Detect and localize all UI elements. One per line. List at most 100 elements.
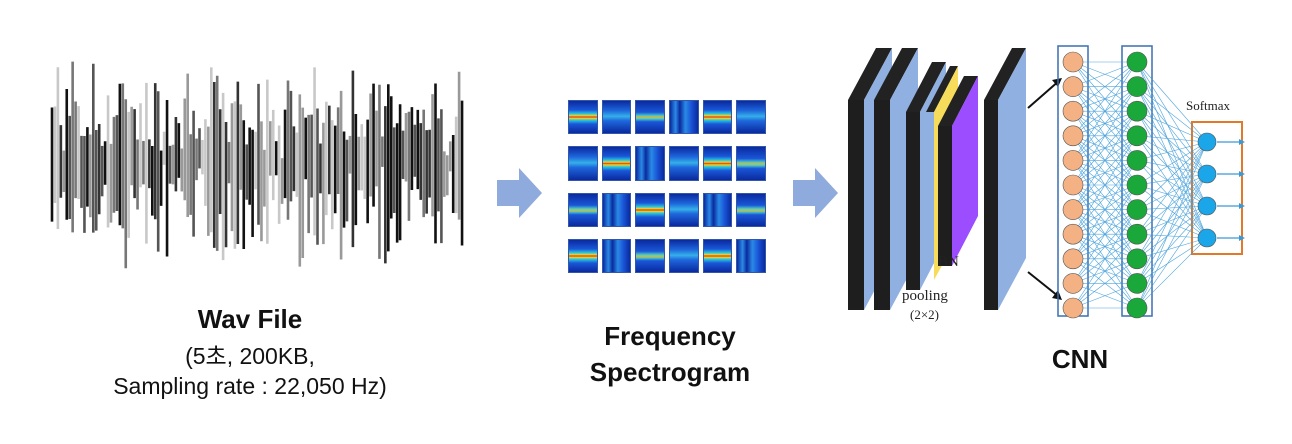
connection-line bbox=[1136, 61, 1208, 143]
connection-line bbox=[1136, 141, 1208, 210]
spectrogram-thumbnail bbox=[668, 238, 699, 273]
connection-line bbox=[1136, 141, 1208, 161]
connection-line bbox=[1072, 61, 1138, 161]
connection-line bbox=[1136, 86, 1208, 175]
spectrogram-tile bbox=[568, 146, 598, 189]
spectrogram-tile bbox=[635, 146, 665, 189]
connection-line bbox=[1136, 184, 1208, 207]
connection-line bbox=[1136, 141, 1208, 235]
spectrogram-filename bbox=[736, 227, 766, 236]
output-arrowhead bbox=[1239, 139, 1245, 145]
connection-line bbox=[1072, 283, 1138, 309]
connection-line bbox=[1136, 110, 1208, 143]
fc-input-node bbox=[1062, 100, 1084, 122]
output-arrowhead bbox=[1239, 235, 1245, 241]
spectrogram-tile bbox=[601, 238, 632, 282]
spectrogram-filename bbox=[736, 134, 766, 143]
connection-line bbox=[1136, 237, 1208, 309]
spectrogram-thumbnail bbox=[635, 100, 665, 135]
spectrogram-filename bbox=[635, 273, 665, 282]
connection-line bbox=[1072, 86, 1138, 161]
conv-layer bbox=[984, 48, 1026, 310]
spectrogram-filename bbox=[635, 134, 665, 143]
fc-input-node bbox=[1062, 125, 1084, 147]
connection-line bbox=[1072, 135, 1138, 210]
spectrogram-filename bbox=[635, 227, 665, 236]
wav-detail-line1: (5초, 200KB, bbox=[185, 343, 315, 369]
spectrogram-filename bbox=[602, 227, 632, 236]
spectrogram-tile bbox=[702, 238, 733, 282]
connection-line bbox=[1136, 86, 1208, 239]
fc-hidden-node bbox=[1126, 199, 1148, 220]
spectrogram-filename bbox=[568, 227, 598, 236]
spectrogram-thumbnail bbox=[568, 146, 598, 181]
spectrogram-thumbnail bbox=[668, 100, 699, 135]
fc-hidden-node bbox=[1126, 125, 1148, 147]
connection-line bbox=[1136, 61, 1208, 207]
connection-line bbox=[1136, 111, 1208, 207]
spectrogram-tile bbox=[635, 238, 665, 282]
spectrogram-thumbnail bbox=[601, 146, 632, 181]
fc-hidden-node bbox=[1126, 223, 1148, 245]
softmax-output-node bbox=[1197, 164, 1217, 184]
spectrogram-tile bbox=[736, 238, 766, 282]
connection-line bbox=[1136, 205, 1208, 284]
connection-line bbox=[1136, 135, 1208, 143]
spectrogram-tile bbox=[635, 192, 665, 236]
wav-title: Wav File bbox=[197, 304, 303, 334]
spectrogram-thumbnail bbox=[568, 238, 598, 273]
connection-line bbox=[1136, 61, 1208, 175]
spectrogram-filename bbox=[602, 181, 632, 190]
connection-line bbox=[1136, 173, 1208, 186]
connection-line bbox=[1072, 258, 1138, 309]
spectrogram-thumbnail bbox=[568, 100, 598, 135]
spectrogram-thumbnail bbox=[668, 146, 699, 181]
spectrogram-thumbnail bbox=[601, 192, 632, 227]
connection-line bbox=[1072, 184, 1138, 259]
right-arrow-icon bbox=[497, 168, 542, 218]
connection-line bbox=[1136, 233, 1208, 239]
spectrogram-filename bbox=[736, 273, 766, 282]
connection-line bbox=[1136, 205, 1208, 260]
spectrogram-filename bbox=[669, 273, 699, 282]
spectrogram-tile bbox=[736, 192, 766, 236]
spectrogram-thumbnail bbox=[601, 238, 632, 273]
connection-line bbox=[1136, 160, 1208, 239]
connection-line bbox=[1136, 135, 1208, 175]
spectrogram-thumbnail bbox=[702, 238, 733, 273]
spectrogram-tile bbox=[601, 192, 632, 236]
spectrogram-title-line1: Frequency bbox=[604, 321, 736, 351]
connection-line bbox=[1072, 111, 1138, 210]
fc-input-node bbox=[1062, 174, 1084, 196]
connection-line bbox=[1072, 111, 1138, 186]
softmax-output-node bbox=[1197, 228, 1217, 248]
fc-hidden-node bbox=[1126, 76, 1148, 97]
connection-line bbox=[1072, 209, 1138, 309]
fc-input-node bbox=[1062, 223, 1084, 245]
spectrogram-thumbnail bbox=[635, 146, 665, 181]
spectrogram-thumbnail bbox=[736, 146, 766, 181]
spectrogram-caption: Frequency Spectrogram bbox=[560, 318, 780, 390]
connection-line bbox=[1072, 61, 1138, 112]
spectrogram-filename bbox=[703, 181, 733, 190]
connection-line bbox=[1072, 184, 1138, 284]
connection-line bbox=[1136, 205, 1208, 235]
connection-line bbox=[1136, 209, 1208, 239]
fc-input-node bbox=[1062, 76, 1084, 97]
wav-caption: Wav File (5초, 200KB, Sampling rate : 22,… bbox=[80, 304, 420, 401]
fc-hidden-node bbox=[1126, 248, 1148, 270]
spectrogram-thumbnail bbox=[635, 238, 665, 273]
wav-detail-line2: Sampling rate : 22,050 Hz) bbox=[113, 373, 387, 399]
connection-line bbox=[1136, 110, 1208, 175]
connection-line bbox=[1072, 209, 1138, 284]
spectrogram-thumbnail bbox=[568, 192, 598, 227]
spectrogram-thumbnail bbox=[601, 100, 632, 135]
connection-line bbox=[1136, 86, 1208, 207]
cnn-title: CNN bbox=[1051, 344, 1109, 374]
spectrogram-tile bbox=[635, 100, 665, 143]
connection-line bbox=[1072, 61, 1138, 87]
spectrogram-thumbnail bbox=[736, 192, 766, 227]
cnn-caption: CNN bbox=[1020, 344, 1140, 375]
output-arrowhead bbox=[1239, 203, 1245, 209]
connection-line bbox=[1136, 135, 1208, 207]
